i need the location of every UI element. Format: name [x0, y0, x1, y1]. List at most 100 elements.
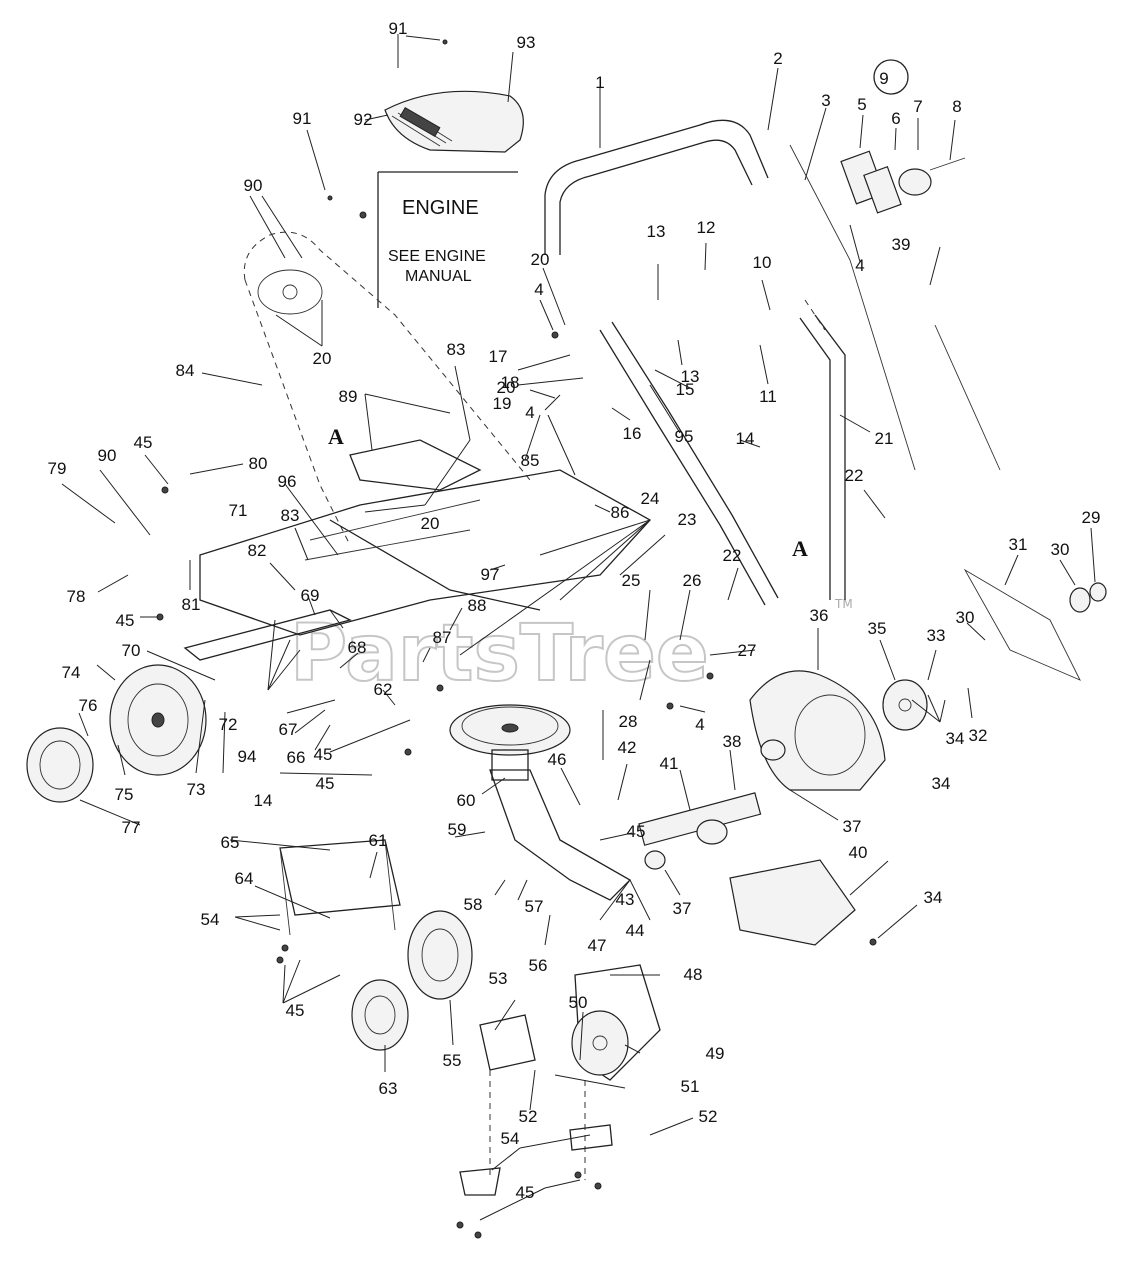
- callout-label: 20: [531, 250, 550, 269]
- callout-label: 44: [626, 921, 645, 940]
- callout-label: 1: [595, 73, 604, 92]
- callout-label: 19: [493, 394, 512, 413]
- callout-label: 67: [279, 720, 298, 739]
- callout-label: 66: [287, 748, 306, 767]
- callout-label: 91: [293, 109, 312, 128]
- callout-label: 92: [354, 110, 373, 129]
- callout-label: 53: [489, 969, 508, 988]
- callout-label: 72: [219, 715, 238, 734]
- callout-label: 16: [623, 424, 642, 443]
- callout-label: 18: [501, 373, 520, 392]
- callout-label: 52: [699, 1107, 718, 1126]
- callout-label: 14: [254, 791, 273, 810]
- callout-label: 76: [79, 696, 98, 715]
- callout-label: 56: [529, 956, 548, 975]
- callout-label: 57: [525, 897, 544, 916]
- pulley: [449, 704, 571, 781]
- callout-label: 59: [448, 820, 467, 839]
- callout-label: 54: [201, 910, 220, 929]
- callout-label: 43: [616, 890, 635, 909]
- watermark-text: PartsTree: [290, 609, 709, 699]
- callout-label: 7: [913, 97, 922, 116]
- callout-label: 2: [773, 49, 782, 68]
- callout-label: 4: [695, 715, 704, 734]
- callout-label: 69: [301, 586, 320, 605]
- callout-label: 14: [736, 429, 755, 448]
- callout-label: 6: [891, 109, 900, 128]
- watermark-tm: TM: [834, 597, 853, 611]
- callout-label: 4: [525, 403, 534, 422]
- callout-label: 79: [48, 459, 67, 478]
- callout-label: 96: [278, 472, 297, 491]
- engine-cover: [384, 90, 524, 153]
- callout-label: 64: [235, 869, 254, 888]
- engine-note-line1: SEE ENGINE: [388, 248, 486, 265]
- callout-label: 51: [681, 1077, 700, 1096]
- callout-label: 41: [660, 754, 679, 773]
- callout-label: 40: [849, 843, 868, 862]
- callout-label: 81: [182, 595, 201, 614]
- callout-label: 20: [421, 514, 440, 533]
- callout-label: 80: [249, 454, 268, 473]
- callout-label: 97: [481, 565, 500, 584]
- part-drawings: [26, 39, 1107, 1239]
- callout-label: 28: [619, 712, 638, 731]
- caster-assembly: [459, 964, 661, 1196]
- callout-label: 54: [501, 1129, 520, 1148]
- callout-label: 34: [946, 729, 965, 748]
- swing-arm: [489, 769, 632, 901]
- callout-label: 73: [187, 780, 206, 799]
- callout-label: 33: [927, 626, 946, 645]
- callout-label: 47: [588, 936, 607, 955]
- callout-label: 91: [389, 19, 408, 38]
- callout-label: 37: [673, 899, 692, 918]
- callout-label: 36: [810, 606, 829, 625]
- callout-label: 71: [229, 501, 248, 520]
- callout-label: 84: [176, 361, 195, 380]
- callout-label: 31: [1009, 535, 1028, 554]
- upper-handle: [544, 119, 846, 606]
- callout-label: 58: [464, 895, 483, 914]
- front-wheel: [351, 910, 473, 1051]
- callout-label: 26: [683, 571, 702, 590]
- cable: [789, 144, 916, 471]
- fasteners: [156, 39, 877, 1239]
- callout-label: 4: [855, 256, 864, 275]
- drive-belt: [243, 231, 531, 546]
- callout-label: 90: [98, 446, 117, 465]
- callout-label: 8: [952, 97, 961, 116]
- callout-label: 20: [313, 349, 332, 368]
- callout-label: 42: [618, 738, 637, 757]
- callout-label: 88: [468, 596, 487, 615]
- callout-label: 30: [956, 608, 975, 627]
- callout-label: 3: [821, 91, 830, 110]
- callout-label: 45: [134, 433, 153, 452]
- callout-label: 70: [122, 641, 141, 660]
- callout-label: 17: [489, 347, 508, 366]
- callout-label: 20: [497, 378, 516, 397]
- blade-guard: [749, 670, 928, 791]
- callout-label: 61: [369, 831, 388, 850]
- height-bracket: [279, 839, 401, 916]
- callout-label: 45: [316, 774, 335, 793]
- left-wheel: [26, 664, 207, 803]
- callout-label: 45: [314, 745, 333, 764]
- callout-label: 90: [244, 176, 263, 195]
- engine-note-line2: MANUAL: [405, 268, 472, 285]
- callout-label: 22: [845, 466, 864, 485]
- callout-label: 78: [67, 587, 86, 606]
- callout-label: 9: [879, 69, 888, 88]
- callout-label: 45: [286, 1001, 305, 1020]
- callout-label: 15: [676, 380, 695, 399]
- callout-label: 10: [753, 253, 772, 272]
- callout-label: 4: [534, 280, 543, 299]
- callout-label: 60: [457, 791, 476, 810]
- callout-label: 12: [697, 218, 716, 237]
- callout-label: 25: [622, 571, 641, 590]
- section-mark-a-right: A: [792, 536, 808, 561]
- callout-label: 68: [348, 638, 367, 657]
- callout-label: 5: [857, 95, 866, 114]
- callout-label: 55: [443, 1051, 462, 1070]
